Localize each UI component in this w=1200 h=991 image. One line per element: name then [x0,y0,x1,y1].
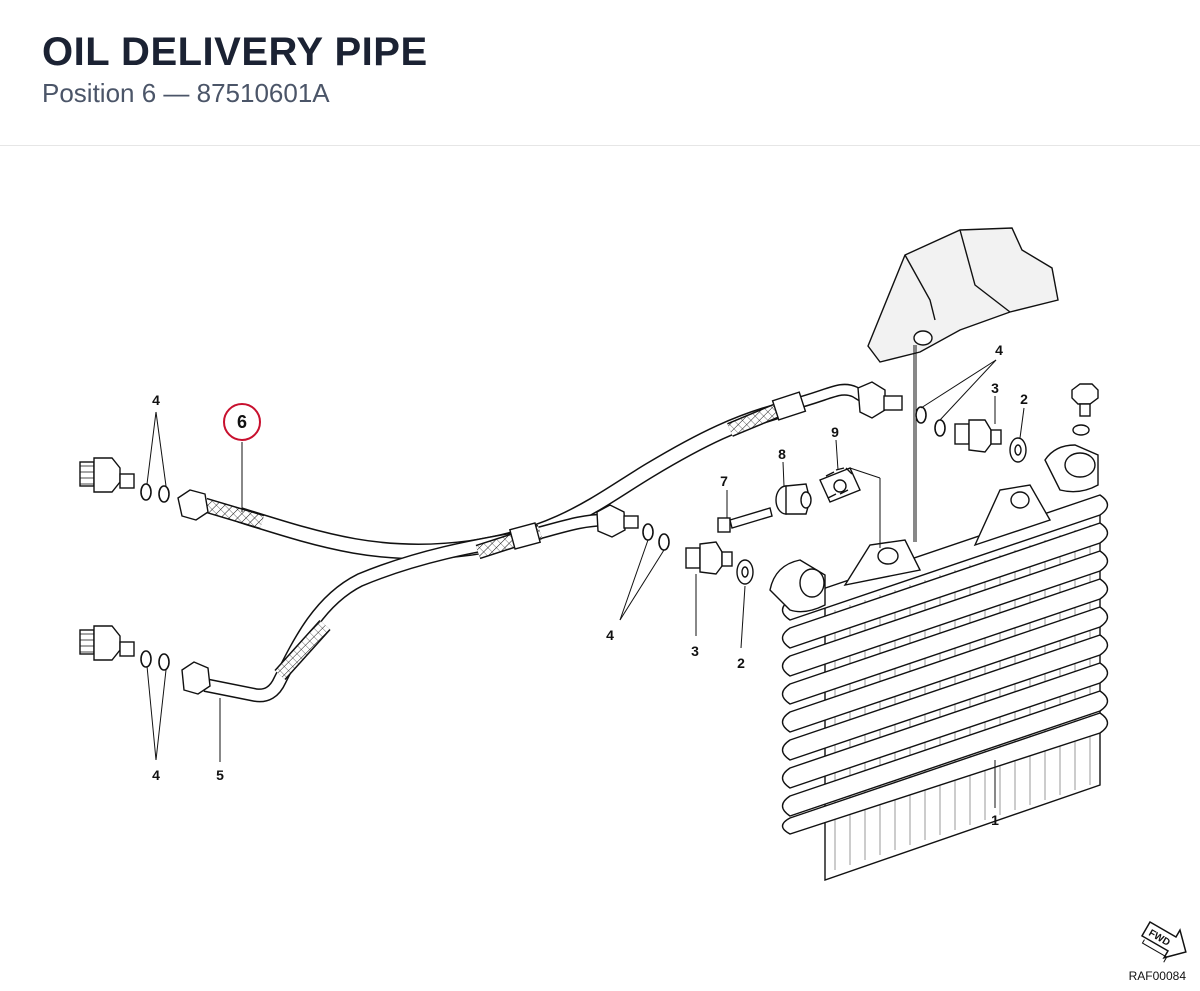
callout-4-center: 4 [606,627,614,643]
washers [736,437,1027,585]
union-fitting-upper-left [79,457,135,493]
pipe-6-right-ferrule [771,381,903,421]
bracket-leaders [913,345,917,542]
callout-2-lower: 2 [737,655,745,671]
union-fitting-lower-left [79,625,135,661]
cooler-banjo-right [1044,444,1099,493]
parts-diagram: 4 4 5 4 3 2 7 8 9 4 3 2 1 FWD [0,146,1200,991]
callout-leaders [146,359,1025,808]
callout-labels: 4 4 5 4 3 2 7 8 9 4 3 2 1 [152,342,1028,828]
cooler-top-bolt [1071,383,1099,436]
bush-8 [775,483,812,515]
mounting-bracket [867,227,1059,363]
cooler-banjo-left [769,559,826,613]
page-title: OIL DELIVERY PIPE [42,30,428,74]
diagram-reference-code: RAF00084 [1128,969,1186,983]
callout-4-upper-left: 4 [152,392,160,408]
fwd-arrow-icon: FWD [1140,920,1187,963]
banjo-bolt-upper [954,419,1002,453]
pipe-6-left-nut [177,489,209,521]
callout-3-upper: 3 [991,380,999,396]
callout-8: 8 [778,446,786,462]
callout-5: 5 [216,767,224,783]
page-subtitle: Position 6 — 87510601A [42,78,330,108]
banjo-bolt-lower [685,541,733,575]
highlighted-position-marker[interactable]: 6 [223,403,261,441]
grommet-9 [819,467,861,503]
oil-return-pipe-5 [203,513,606,703]
page-header: OIL DELIVERY PIPE Position 6 — 87510601A [0,0,1200,146]
callout-1: 1 [991,812,999,828]
callout-7: 7 [720,473,728,489]
callout-4-lower-left: 4 [152,767,160,783]
callout-4-upper-right: 4 [995,342,1003,358]
highlighted-position-number: 6 [236,411,247,432]
bolt-7 [717,507,773,533]
callout-2-upper: 2 [1020,391,1028,407]
cooler-tubes [781,494,1109,835]
cooler-mount-tabs [843,484,1052,587]
parts-diagram-svg: 4 4 5 4 3 2 7 8 9 4 3 2 1 FWD [79,227,1187,963]
sealing-rings [140,406,946,671]
pipe-5-nuts [181,504,639,695]
callout-3-lower: 3 [691,643,699,659]
callout-9: 9 [831,424,839,440]
oil-cooler [769,444,1109,881]
